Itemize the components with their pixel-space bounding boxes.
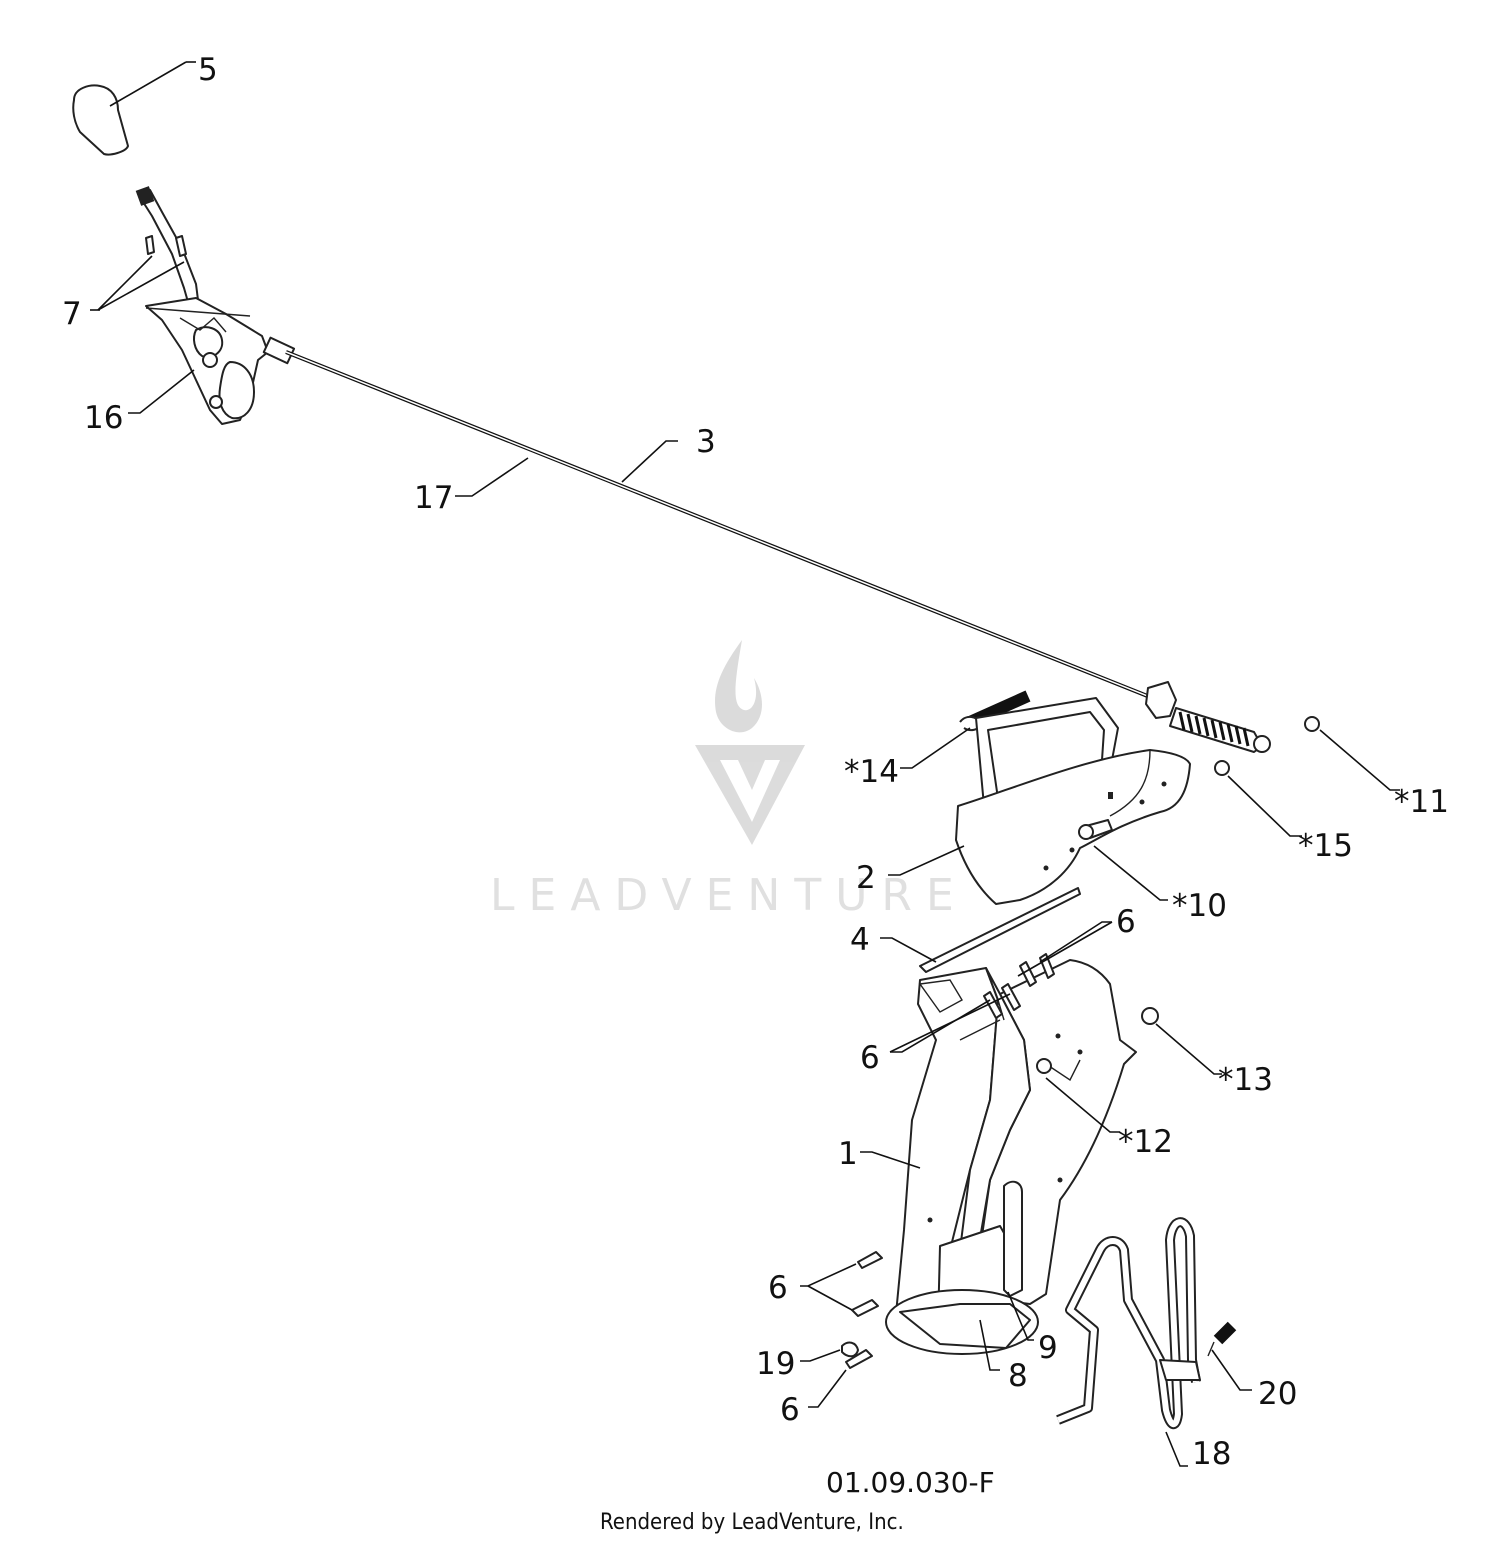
callout-5: 5 [198, 52, 218, 88]
rendered-by-credit: Rendered by LeadVenture, Inc. [600, 1510, 904, 1535]
callout-1: 1 [838, 1136, 858, 1172]
part-knob [72, 84, 129, 156]
part-bolts-7 [145, 235, 187, 257]
callout-2: 2 [856, 860, 876, 896]
callout-17: 17 [414, 480, 453, 516]
part-nut-13 [1141, 1007, 1159, 1025]
drawing-code: 01.09.030-F [826, 1466, 995, 1499]
part-cable-end [1145, 681, 1271, 753]
part-washer-19 [841, 1341, 873, 1369]
callout-4: 4 [850, 922, 870, 958]
callout-18: 18 [1192, 1436, 1231, 1472]
callout-12: *12 [1118, 1124, 1173, 1160]
callout-6-lower: 6 [768, 1270, 788, 1306]
part-deflector-2 [955, 697, 1191, 905]
callout-15: *15 [1298, 828, 1353, 864]
callout-13: *13 [1218, 1062, 1273, 1098]
part-rod-18 [1056, 1217, 1201, 1429]
callout-8: 8 [1008, 1358, 1028, 1394]
callout-19: 19 [756, 1346, 795, 1382]
callout-6-top: 6 [1116, 904, 1136, 940]
part-rivets-6-lower [851, 1251, 883, 1317]
callout-10: *10 [1172, 888, 1227, 924]
part-nut-11 [1304, 716, 1320, 732]
part-strip-4 [919, 887, 1081, 973]
callout-6-mid: 6 [860, 1040, 880, 1076]
part-spring-20 [1213, 1321, 1237, 1345]
callout-3: 3 [696, 424, 716, 460]
callout-16: 16 [84, 400, 123, 436]
callout-6-bottom: 6 [780, 1392, 800, 1428]
watermark-text: LEADVENTURE [490, 870, 968, 921]
callout-11: *11 [1394, 784, 1449, 820]
part-lever-assembly [135, 186, 296, 425]
part-nut-15 [1214, 760, 1230, 776]
callout-14: *14 [844, 754, 899, 790]
callout-9: 9 [1038, 1330, 1058, 1366]
leadventure-watermark-logo [695, 640, 805, 845]
callout-7: 7 [62, 296, 82, 332]
callout-20: 20 [1258, 1376, 1297, 1412]
part-chute-1 [885, 959, 1137, 1355]
